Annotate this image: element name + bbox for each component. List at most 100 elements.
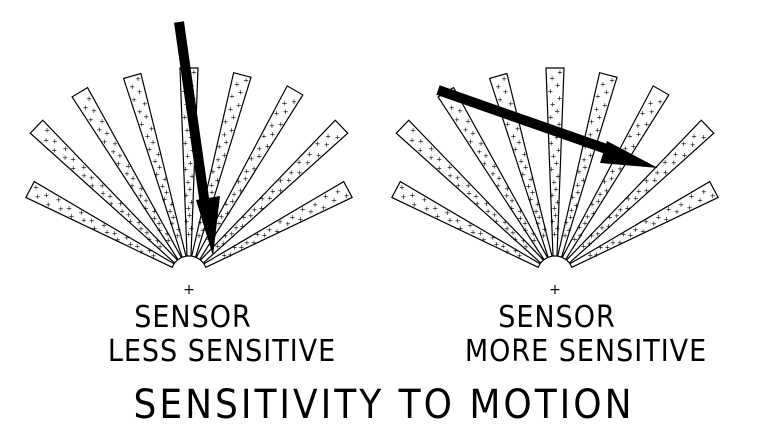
zone-dot: +	[418, 137, 424, 145]
zone-dot: +	[701, 188, 707, 196]
zone-dot: +	[640, 110, 646, 118]
zone-dot: +	[289, 214, 295, 222]
detection-zone	[199, 119, 349, 264]
sensor-marker-left: +	[183, 282, 195, 298]
zone-dot: +	[234, 80, 240, 88]
zone-dot: +	[682, 151, 688, 159]
zone-dot: +	[588, 152, 594, 160]
zone-dot: +	[517, 252, 523, 260]
zone-dot: +	[533, 207, 539, 215]
zone-dot: +	[644, 187, 650, 195]
zone-dot: +	[51, 147, 57, 155]
zone-dot: +	[610, 239, 616, 247]
zone-dot: +	[455, 174, 461, 182]
zone-dot: +	[595, 127, 601, 135]
zone-dot: +	[513, 247, 519, 255]
zone-dot: +	[209, 181, 215, 189]
zone-dot: +	[216, 164, 222, 172]
zone-dot: +	[576, 223, 582, 231]
zone-dot: +	[504, 225, 510, 233]
zone-dot: +	[530, 189, 536, 197]
zone-dot: +	[126, 211, 132, 219]
zone-dot: +	[223, 139, 229, 147]
zone-dot: +	[663, 216, 669, 224]
zone-dot: +	[52, 137, 58, 145]
zone-dot: +	[517, 207, 523, 215]
zone-dot: +	[267, 226, 273, 234]
zone-dot: +	[169, 220, 175, 228]
zone-dot: +	[493, 218, 499, 226]
zone-dot: +	[555, 173, 561, 181]
zone-dot: +	[662, 158, 668, 166]
zone-dot: +	[604, 187, 610, 195]
zone-dot: +	[240, 222, 246, 230]
zone-dot: +	[568, 214, 574, 222]
zone-dot: +	[150, 138, 156, 146]
zone-dot: +	[68, 213, 74, 221]
zone-dot: +	[187, 160, 193, 168]
zone-dot: +	[129, 83, 135, 91]
zone-dot: +	[490, 234, 496, 242]
zone-dot: +	[587, 131, 593, 139]
zone-dot: +	[169, 201, 175, 209]
zone-dot: +	[323, 193, 329, 201]
right-sensor-label: SENSOR	[498, 300, 616, 335]
zone-dot: +	[270, 187, 276, 195]
zone-dot: +	[161, 195, 167, 203]
detection-zone	[195, 85, 304, 261]
zone-dot: +	[510, 133, 516, 141]
zone-dot: +	[138, 185, 144, 193]
zone-dot: +	[598, 243, 604, 251]
zone-dot: +	[465, 182, 471, 190]
zone-dot: +	[139, 121, 145, 129]
zone-dot: +	[481, 236, 487, 244]
zone-dot: +	[124, 170, 130, 178]
zone-dot: +	[222, 232, 228, 240]
zone-dot: +	[325, 132, 331, 140]
zone-dot: +	[143, 197, 149, 205]
zone-dot: +	[238, 89, 244, 97]
zone-dot: +	[124, 234, 130, 242]
zone-dot: +	[187, 212, 193, 220]
zone-dot: +	[687, 204, 693, 212]
zone-dot: +	[691, 132, 697, 140]
zone-dot: +	[674, 208, 680, 216]
zone-dot: +	[100, 190, 106, 198]
zone-dot: +	[522, 220, 528, 228]
zone-dot: +	[457, 107, 463, 115]
zone-dot: +	[595, 230, 601, 238]
zone-dot: +	[447, 172, 453, 180]
zone-dot: +	[458, 224, 464, 232]
zone-dot: +	[625, 205, 631, 213]
detection-zone	[569, 180, 719, 269]
zone-dot: +	[185, 205, 191, 213]
zone-dot: +	[515, 125, 521, 133]
zone-dot: +	[130, 175, 136, 183]
zone-dot: +	[241, 214, 247, 222]
zone-dot: +	[232, 243, 238, 251]
zone-dot: +	[620, 231, 626, 239]
zone-dot: +	[690, 141, 696, 149]
zone-dot: +	[129, 182, 135, 190]
zone-dot: +	[422, 196, 428, 204]
zone-dot: +	[505, 121, 511, 129]
zone-dot: +	[164, 230, 170, 238]
zone-dot: +	[316, 151, 322, 159]
zone-dot: +	[523, 163, 529, 171]
detection-zone	[29, 119, 179, 264]
zone-dot: +	[630, 143, 636, 151]
zone-dot: +	[216, 143, 222, 151]
zone-dot: +	[243, 175, 249, 183]
zone-dot: +	[189, 173, 195, 181]
zone-dot: +	[485, 207, 491, 215]
zone-dot: +	[277, 218, 283, 226]
zone-dot: +	[503, 88, 509, 96]
zone-dot: +	[663, 169, 669, 177]
zone-dot: +	[151, 207, 157, 215]
zone-dot: +	[256, 153, 262, 161]
zone-dot: +	[143, 113, 149, 121]
zone-dot: +	[285, 220, 291, 228]
zone-dot: +	[552, 231, 558, 239]
zone-dot: +	[589, 201, 595, 209]
zone-dot: +	[238, 187, 244, 195]
